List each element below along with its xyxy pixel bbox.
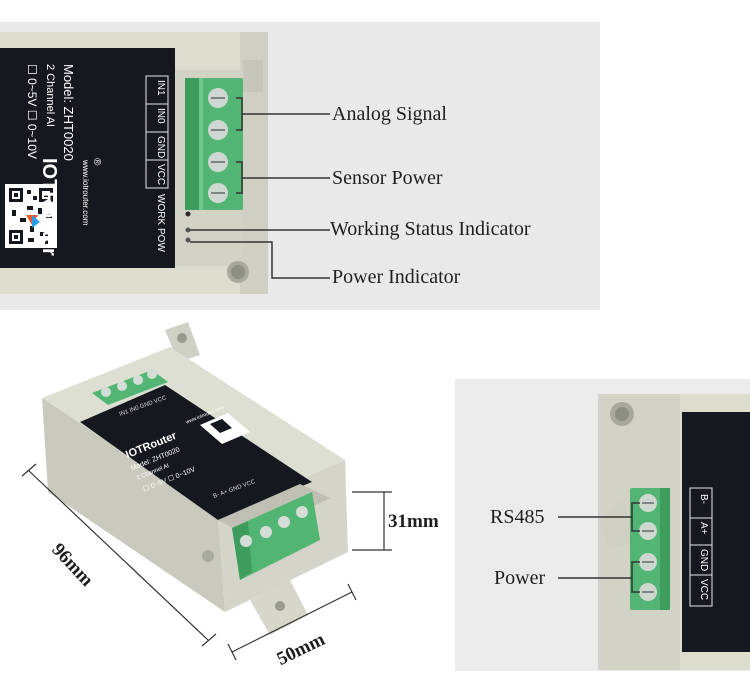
terminal-label-in0: IN0 <box>155 108 166 124</box>
pow-led-icon <box>185 227 191 233</box>
terminal-screws-top <box>208 88 228 203</box>
indicator-label-work: WORK <box>155 194 166 226</box>
dimension-height: 31mm <box>388 511 439 532</box>
terminal-label-b-minus: B- <box>698 494 709 504</box>
qr-code-icon <box>5 184 57 248</box>
callout-lines-top <box>190 97 330 279</box>
range-text: ☐ 0~5V ☐ 0~10V <box>25 64 39 159</box>
registered-mark: ® <box>91 158 102 166</box>
model-text: Model: ZHT0020 <box>61 64 76 161</box>
dimension-lines <box>21 463 392 661</box>
callout-sensor-power: Sensor Power <box>332 167 443 189</box>
housing-iso-view <box>42 322 348 635</box>
terminal-label-gnd: GND <box>155 136 166 159</box>
brand-text: IOTRouter <box>38 158 60 256</box>
terminal-label-vcc-bottom: VCC <box>698 579 709 601</box>
terminal-label-a-plus: A+ <box>698 522 709 535</box>
terminal-label-gnd-bottom: GND <box>698 549 709 572</box>
terminal-label-vcc: VCC <box>155 164 166 186</box>
website-text: www.iotrouter.com <box>81 160 90 226</box>
indicator-label-pow: POW <box>155 228 166 252</box>
callout-analog-signal: Analog Signal <box>332 103 447 125</box>
callout-working-status: Working Status Indicator <box>330 218 531 240</box>
callout-power-indicator: Power Indicator <box>332 266 461 288</box>
channel-text: 2 Channel AI <box>44 64 56 127</box>
terminal-label-in1: IN1 <box>155 80 166 96</box>
callout-power: Power <box>494 567 546 589</box>
callout-rs485: RS485 <box>490 506 545 528</box>
work-led-icon <box>185 211 191 217</box>
